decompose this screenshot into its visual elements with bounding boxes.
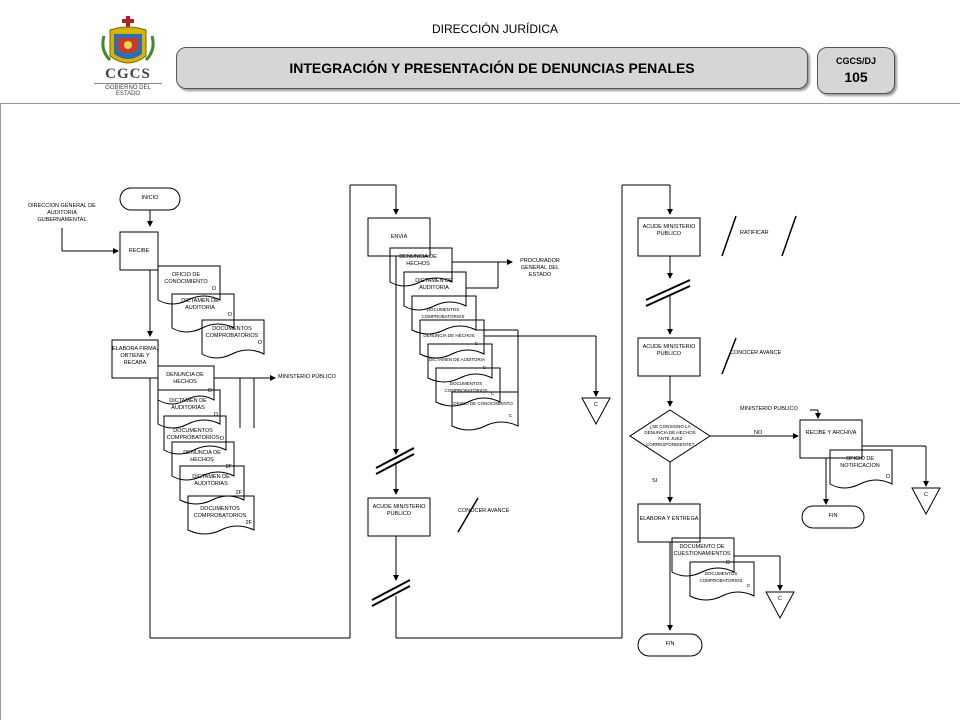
fin1-label: FIN [828,513,838,519]
documentos-mark: O [257,340,262,346]
documentos-label: DOCUMENTOS COMPROBATORIOS [205,326,259,339]
oficio-notif-mark: O [885,474,890,480]
documentos2-mark: O [219,436,224,442]
doc-cuest-label: DOCUMENTO DE CUESTIONAMIENTOS [673,544,731,557]
oficio-label: OFICIO DE CONOCIMIENTO [164,272,208,285]
dictamen-c-mark: C [482,365,486,370]
dictamen-c-label: DICTAMEN DE AUDITORIA [428,357,486,362]
procurador-label: PROCURADOR GENERAL DEL ESTADO [520,258,560,278]
doc-cuest-mark: O [725,560,730,566]
ministerio-col3-label: MINISTERIO PUBLICO [740,406,798,412]
doc-comp-mark: O [746,583,750,588]
documentos-c-mark: C [490,391,494,396]
oficio-c-label: OFICIO DE CONOCIMIENTO [453,401,513,406]
recibe-process [119,231,159,271]
acude-mp-1 [637,217,701,257]
denuncia-label: DENUNCIA DE HECHOS [166,372,204,385]
documentos3-label: DOCUMENTOS COMPROBATORIOS [193,506,247,519]
documentos-doc [201,319,265,359]
department-label: DIRECCIÓN JURÍDICA [431,22,558,36]
dictamen2-mark: O [213,412,218,418]
oficio-mark: O [211,286,216,292]
denuncia2-mark: 2F [225,464,232,470]
recibe-label: RECIBE [128,248,150,254]
doc-comp-label: DOCUMENTOS COMPROBATORIOS [699,571,743,583]
denuncia-col2-label: DENUNCIA DE HECHOS [399,254,437,267]
documentos-c-label: DOCUMENTOS COMPROBATORIOS [444,381,488,393]
elabora-label: ELABORA FIRMA, OBTIENE Y RECABA [112,346,158,366]
actor-label: DIRECCION GENERAL DE AUDITORIA GUBERNAME… [28,203,96,223]
recibe-archiva-process [799,419,863,459]
oficio-c-mark: C [508,413,512,418]
dictamen2-label: DICTAMEN DE AUDITORIAS [169,398,207,411]
fin2-label: FIN [665,641,675,647]
fin-terminator-1 [801,505,865,529]
conocer-col2-label: CONOCER AVANCE [458,508,510,514]
dictamen-mark: O [227,312,232,318]
page-title: INTEGRACIÓN Y PRESENTACIÓN DE DENUNCIAS … [176,47,808,89]
envia-label: ENVIA [390,234,408,240]
dictamen3-label: DICTAMEN DE AUDITORIAS [192,474,230,487]
si-label: SI [652,478,658,484]
logo-acronym: CGCS [105,66,151,82]
archive-c1-label: C [924,492,928,498]
dictamen-col2-label: DICTAMEN DE AUDITORIA [415,278,453,291]
dictamen3-mark: 2F [235,490,242,496]
ministerio-label-col1: MINISTERIO PÚBLICO [278,374,336,380]
archive-c2-label: C [778,596,782,602]
acude1-label: ACUDE MINISTERIO PUBLICO [642,224,696,237]
acude-mp-2 [637,337,701,377]
archive-c-triangle [581,397,611,426]
acude2-label: ACUDE MINISTERIO PUBLICO [642,344,696,357]
documentos3-mark: 2F [245,520,252,526]
decision-label: ¿SE CONSIGNO LA DENUNCIA DE HECHOS ANTE … [644,424,696,447]
procedure-code-label: CGCS/DJ [835,56,876,66]
denuncia-mark: O [207,388,212,394]
denuncia2-label: DENUNCIA DE HECHOS [183,450,221,463]
acude-mp-col2 [367,497,431,537]
dictamen-label: DICTAMEN DE AUDITORIA [181,298,219,311]
ratificar-label: RATIFICAR [740,230,769,236]
denuncia-c-mark: C [474,341,478,346]
documentos2-label: DOCUMENTOS COMPROBATORIOS [166,428,220,441]
elabora-entrega-process [637,503,701,543]
elabora-process [111,339,159,379]
oficio-doc [157,265,221,305]
documentos-col2-label: DOCUMENTOS COMPROBATORIOS [421,307,465,319]
fin-terminator-2 [637,633,703,657]
procedure-code-number: 105 [844,69,868,85]
acude-col2-label: ACUDE MINISTERIO PUBLICO [372,504,426,517]
diagram-frame [0,103,960,720]
coat-of-arms-logo [101,16,155,64]
conocer-col3-label: CONOCER AVANCE [730,350,782,356]
oficio-notif-label: OFICIO DE NOTIFICACION [840,456,880,469]
archive-c-label: C [594,402,598,408]
envia-process [367,217,431,257]
logo-subtitle: GOBIERNO DEL ESTADO [94,83,162,97]
no-label: NO [754,430,763,436]
denuncia-c-label: DENUNCIA DE HECHOS [423,333,475,338]
elabora-entrega-label: ELABORA Y ENTREGA [639,516,699,522]
recibe-archiva-label: RECIBE Y ARCHIVA [805,430,857,436]
procedure-code-box: CGCS/DJ 105 [817,47,895,94]
start-label: INICIO [141,195,159,201]
